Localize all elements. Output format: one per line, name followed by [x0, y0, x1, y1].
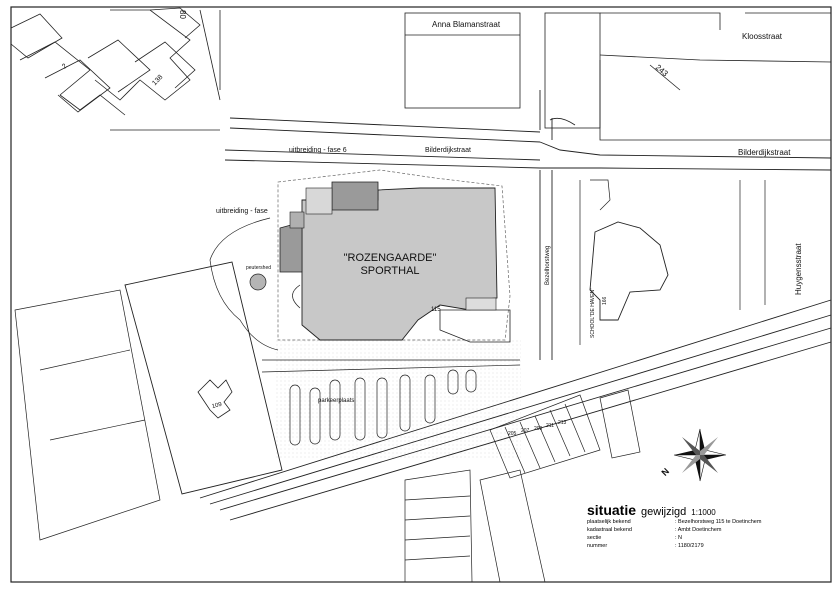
parking-area-dots — [276, 340, 521, 460]
parking-rows — [261, 359, 521, 446]
label-extension-phase: uitbreiding - fase — [216, 208, 268, 215]
small-extension — [289, 211, 305, 229]
label-pavilion: peutershed — [246, 265, 272, 271]
school-building — [589, 221, 669, 321]
house-number-211: 211 — [546, 423, 554, 429]
house-number-166: 166 — [602, 296, 608, 305]
street-label-anna-blaman: Anna Blamanstraat — [432, 20, 501, 29]
sports-hall-type: SPORTHAL — [360, 265, 420, 277]
street-label-bezelhorst: Bezelhorstweg — [545, 245, 551, 285]
row-key: nummer — [587, 543, 608, 549]
label-extension-phase6: uitbreiding - fase 6 — [289, 147, 347, 154]
house-number-205: 205 — [508, 431, 517, 437]
row-key: kadastraal bekend — [587, 527, 632, 533]
title-block-row: sectie : N — [587, 534, 827, 542]
title-block-title: situatie — [587, 502, 637, 518]
row-key: plaatselijk bekend — [587, 519, 631, 525]
row-key: sectie — [587, 535, 602, 541]
extension-phase6 — [331, 181, 379, 211]
row-value: : Bezelhorstweg 115 te Doetinchem — [675, 519, 762, 525]
residential-lots — [14, 289, 641, 583]
sports-field — [124, 261, 283, 495]
street-label-kloos: Kloosstraat — [742, 32, 783, 41]
street-label-huygens: Huygensstraat — [794, 243, 803, 295]
house-number-80: 80 — [177, 10, 187, 19]
annex-building — [439, 309, 511, 343]
pavilion — [249, 273, 267, 291]
row-value: : Ambt Doetinchem — [675, 527, 722, 533]
label-school: SCHOOL"DE HAVEN" — [590, 288, 596, 338]
house-number-207: 207 — [521, 428, 530, 434]
top-center-buildings — [404, 12, 832, 141]
street-label-bilderdijk-left: Bilderdijkstraat — [425, 147, 471, 154]
sports-hall-name: "ROZENGAARDE" — [343, 252, 437, 264]
row-value: : 1180/2179 — [675, 543, 704, 549]
house-number-213: 213 — [558, 420, 567, 426]
title-block-scale: 1:1000 — [691, 508, 716, 517]
house-number-115: 115 — [431, 307, 441, 313]
title-block-row: nummer : 1180/2179 — [587, 542, 827, 550]
garden-curve — [209, 217, 279, 351]
title-block: situatie gewijzigd 1:1000 plaatselijk be… — [587, 502, 827, 550]
label-parking: parkeerplaats — [318, 398, 355, 404]
building-109 — [197, 379, 233, 419]
extension-phase — [279, 221, 303, 273]
site-boundary — [277, 169, 511, 341]
title-block-subtitle: gewijzigd — [641, 506, 687, 518]
street-label-bilderdijk-right: Bilderdijkstraat — [738, 148, 791, 157]
title-block-row: plaatselijk bekend : Bezelhorstweg 115 t… — [587, 518, 827, 526]
row-value: : N — [675, 535, 683, 541]
title-block-row: kadastraal bekend : Ambt Doetinchem — [587, 526, 827, 534]
extension-hatched — [305, 187, 333, 215]
sports-hall-label: "ROZENGAARDE" SPORTHAL — [335, 252, 445, 278]
top-left-buildings — [10, 7, 221, 131]
house-number-209: 209 — [534, 426, 543, 432]
north-arrow-icon — [673, 428, 727, 482]
